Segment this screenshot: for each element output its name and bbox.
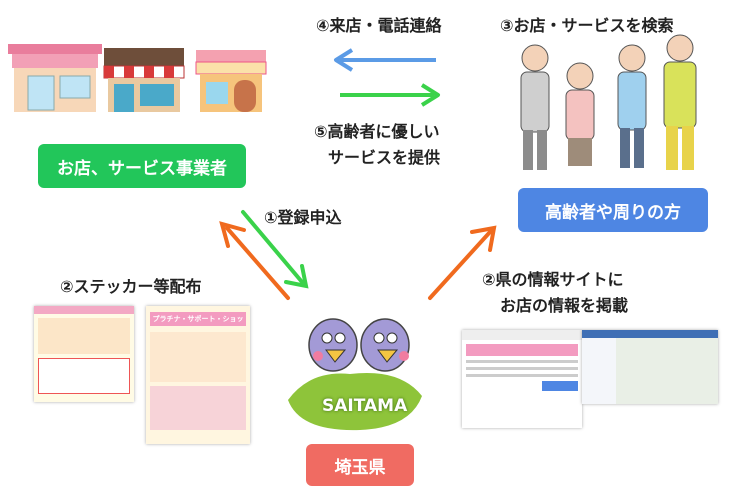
arrow-offer-right <box>340 83 440 107</box>
step-sticker-label: ②ステッカー等配布 <box>60 277 202 296</box>
store-striped-icon <box>103 48 185 112</box>
step-info-label-2: お店の情報を掲載 <box>500 296 629 315</box>
step-search-label: ③お店・サービスを検索 <box>500 16 674 35</box>
arrow-apply-down <box>241 210 309 289</box>
store-pink-icon <box>8 44 102 112</box>
saitama-mascot-illustration <box>288 318 422 431</box>
step-offer-label-2: サービスを提供 <box>328 148 441 167</box>
arrow-sticker-up <box>219 221 290 300</box>
business-box: お店、サービス事業者 <box>38 144 246 188</box>
map-screenshot <box>582 330 718 404</box>
arrow-contact-left <box>334 48 436 72</box>
saitama-box: 埼玉県 <box>306 444 414 486</box>
elderly-box: 高齢者や周りの方 <box>518 188 708 232</box>
flyer-title: プラチナ・サポート・ショップ <box>150 312 246 326</box>
step-info-label-1: ②県の情報サイトに <box>482 270 624 289</box>
info-website-screenshot <box>462 330 582 428</box>
arrow-info-up <box>428 225 497 300</box>
step-offer-label-1: ⑤高齢者に優しい <box>314 122 440 141</box>
saitama-banner: SAITAMA <box>322 396 408 416</box>
elderly-people-illustration <box>520 34 697 170</box>
flyer-document: プラチナ・サポート・ショップ <box>146 306 250 444</box>
step-apply-label: ①登録申込 <box>264 208 342 227</box>
step-contact-label: ④来店・電話連絡 <box>316 16 442 35</box>
sticker-document <box>34 306 134 402</box>
store-door-icon <box>195 50 267 112</box>
